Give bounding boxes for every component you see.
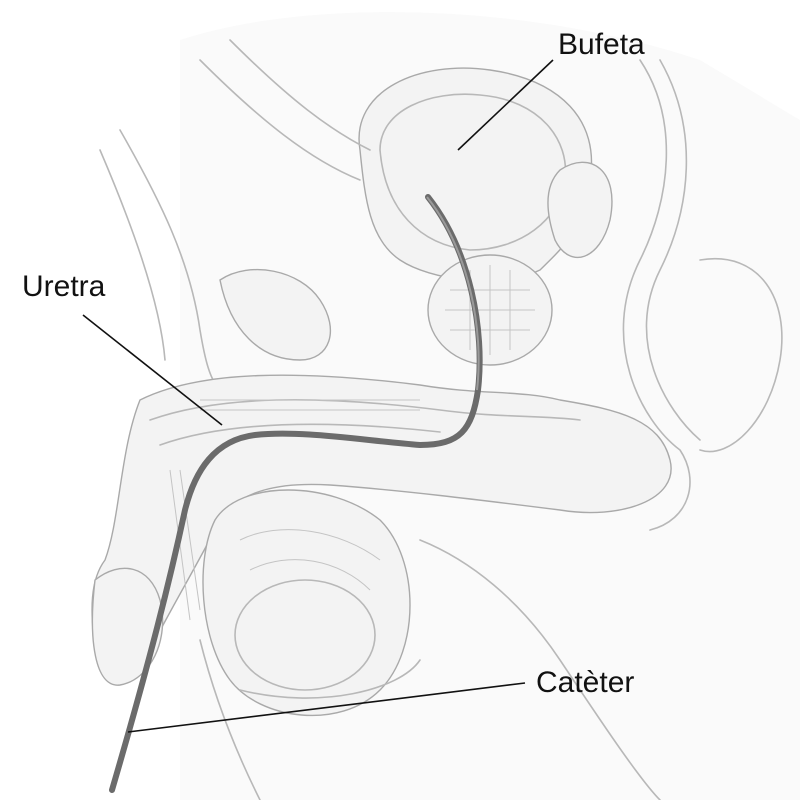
urethra-leader-line [82,314,223,426]
scrotum-shape [202,489,411,717]
label-bladder: Bufeta [558,28,645,61]
catheter-leader-line [127,682,526,733]
label-urethra: Uretra [22,270,106,303]
bladder-leader-line [457,59,554,151]
anatomy-sketch [91,12,800,800]
label-catheter: Catèter [536,666,635,699]
pubic-bone [219,268,331,361]
